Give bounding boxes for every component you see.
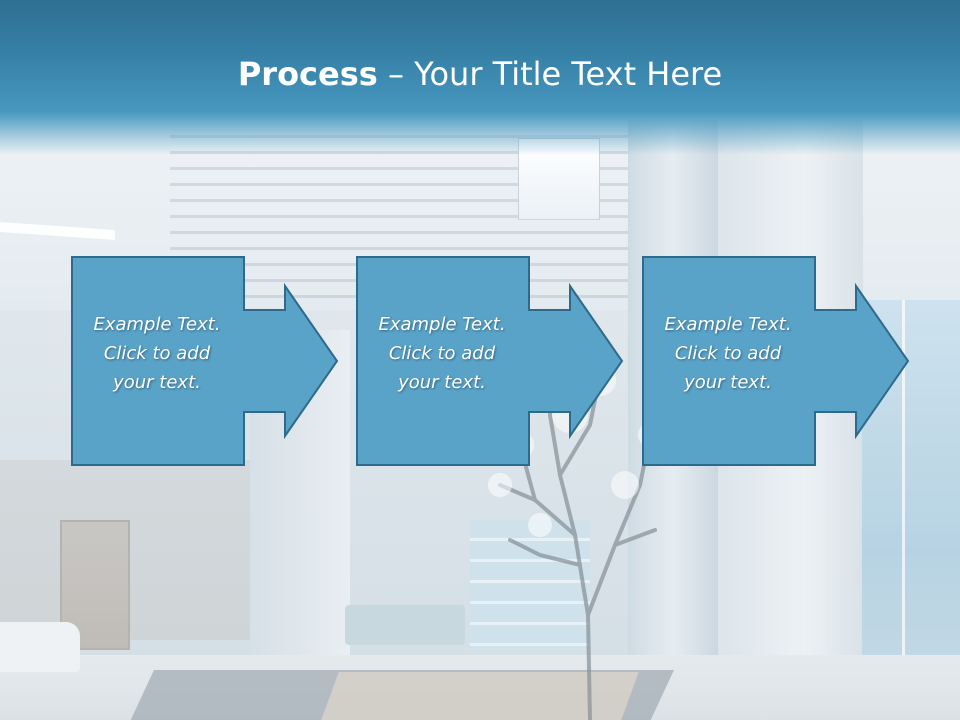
process-step-text[interactable]: Example Text. Click to add your text. xyxy=(77,310,237,397)
step-text-line: Click to add xyxy=(674,343,782,364)
step-text-line: Click to add xyxy=(103,343,211,364)
reception-counter xyxy=(0,622,80,672)
slide-title-rest: – Your Title Text Here xyxy=(377,55,723,93)
step-text-line: Example Text. xyxy=(664,314,792,335)
arrow-box-fill xyxy=(71,256,339,466)
process-arrow-shape xyxy=(71,256,339,466)
process-arrow-shape xyxy=(642,256,910,466)
process-step-3[interactable]: Example Text. Click to add your text. xyxy=(642,256,910,466)
arrow-box-fill xyxy=(642,256,910,466)
lobby-sofa xyxy=(345,605,465,645)
process-step-text[interactable]: Example Text. Click to add your text. xyxy=(362,310,522,397)
title-bar: Process – Your Title Text Here xyxy=(0,0,960,155)
process-step-2[interactable]: Example Text. Click to add your text. xyxy=(356,256,624,466)
step-text-line: your text. xyxy=(113,372,201,393)
step-text-line: your text. xyxy=(398,372,486,393)
process-step-1[interactable]: Example Text. Click to add your text. xyxy=(71,256,339,466)
process-step-text[interactable]: Example Text. Click to add your text. xyxy=(648,310,808,397)
step-text-line: Example Text. xyxy=(93,314,221,335)
slide-title-bold: Process xyxy=(237,55,378,93)
glass-panels xyxy=(470,520,590,650)
process-arrow-shape xyxy=(356,256,624,466)
step-text-line: Example Text. xyxy=(378,314,506,335)
elevator-door xyxy=(60,520,130,650)
step-text-line: Click to add xyxy=(388,343,496,364)
arrow-box-fill xyxy=(356,256,624,466)
slide-title[interactable]: Process – Your Title Text Here xyxy=(0,52,960,96)
step-text-line: your text. xyxy=(684,372,772,393)
